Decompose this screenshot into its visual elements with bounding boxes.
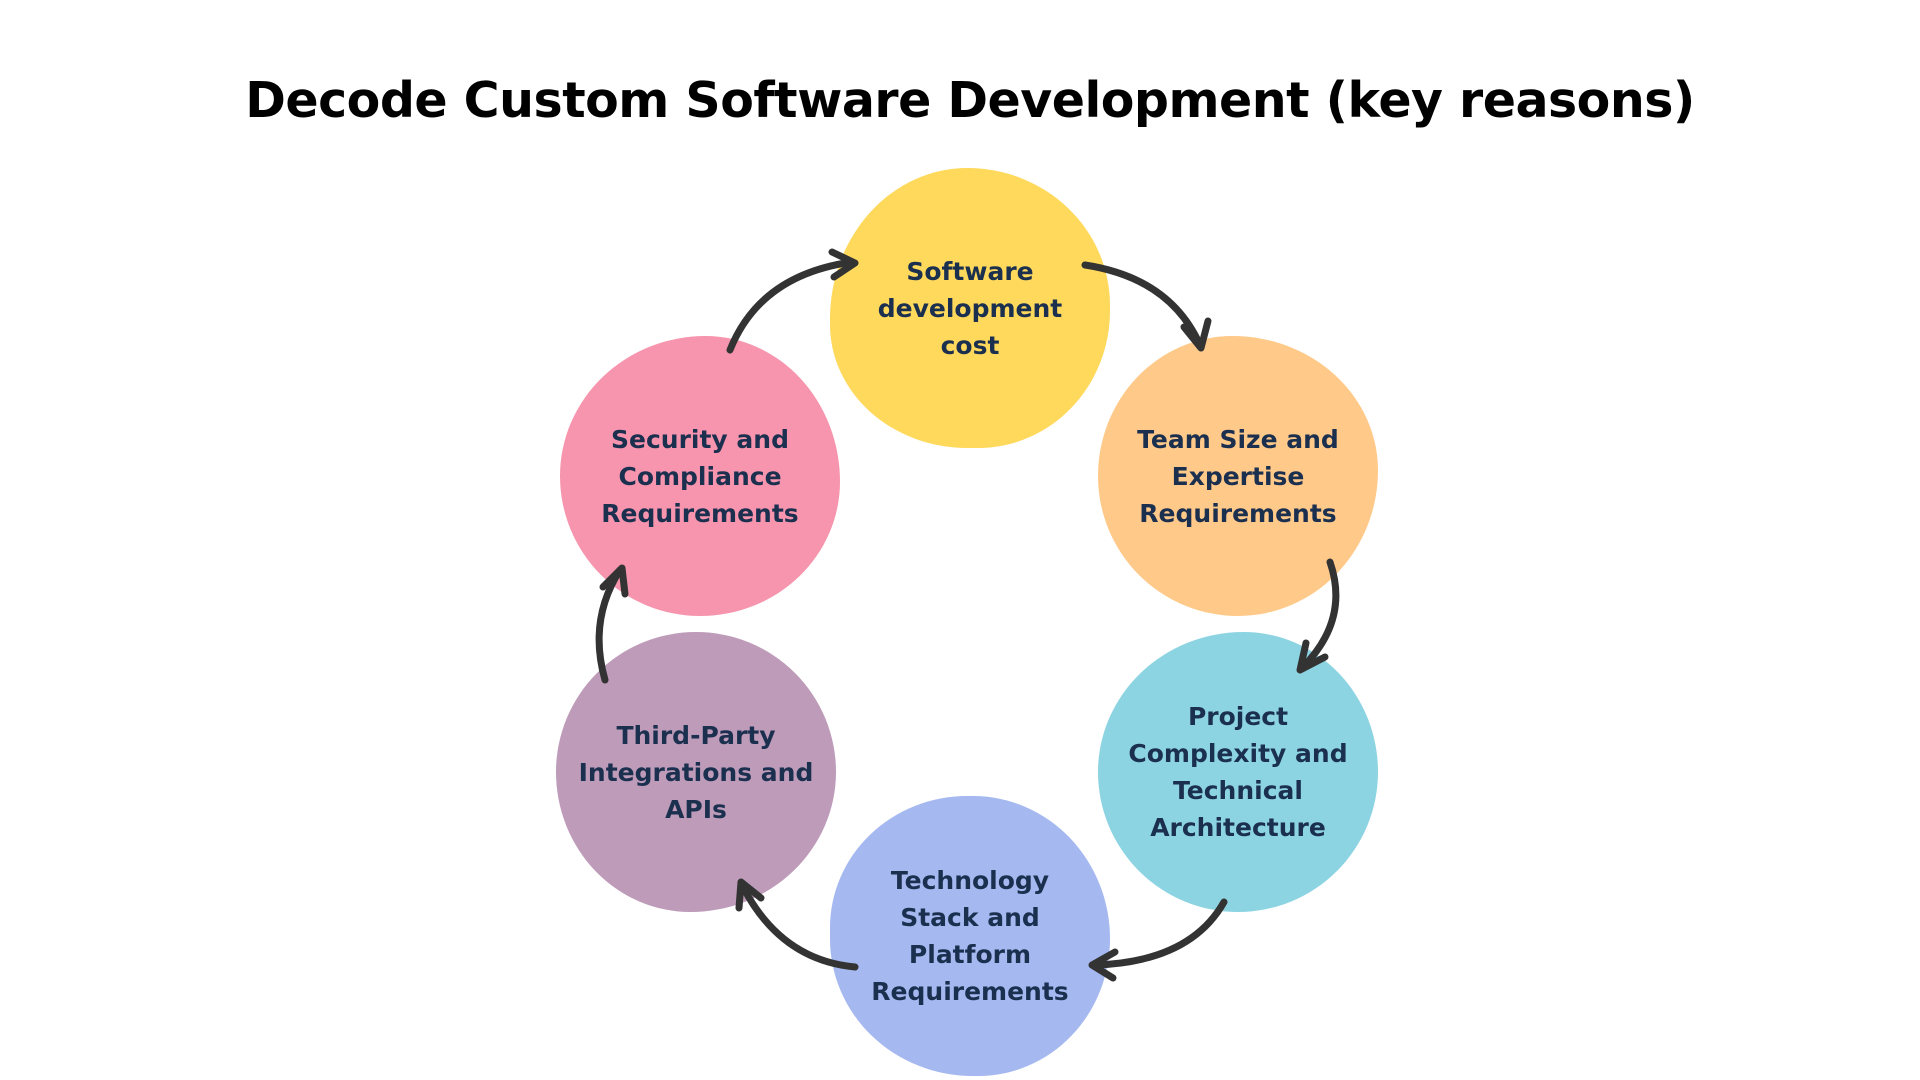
node-blob-project-complexity	[1098, 632, 1378, 912]
node-label: Project Complexity and Technical Archite…	[1128, 702, 1348, 842]
node-label: Team Size and Expertise Requirements	[1137, 424, 1339, 528]
diagram-title: Decode Custom Software Development (key …	[245, 72, 1695, 129]
arrow-complexity-to-stack	[1088, 898, 1228, 982]
node-label: Technology Stack and Platform Requiremen…	[871, 866, 1069, 1006]
node-label: Third-Party Integrations and APIs	[578, 720, 814, 824]
node-team-size: Team Size and Expertise Requirements	[1098, 336, 1378, 616]
node-software-cost: Software development cost	[830, 168, 1110, 448]
node-technology-stack: Technology Stack and Platform Requiremen…	[830, 796, 1110, 1076]
node-blob-technology-stack	[830, 796, 1110, 1076]
node-project-complexity: Project Complexity and Technical Archite…	[1098, 632, 1378, 912]
node-blob-software-cost	[830, 168, 1110, 448]
node-third-party: Third-Party Integrations and APIs	[556, 632, 836, 912]
node-label: Security and Compliance Requirements	[601, 424, 799, 528]
node-security: Security and Compliance Requirements	[560, 336, 840, 616]
node-label: Software development cost	[877, 256, 1063, 360]
